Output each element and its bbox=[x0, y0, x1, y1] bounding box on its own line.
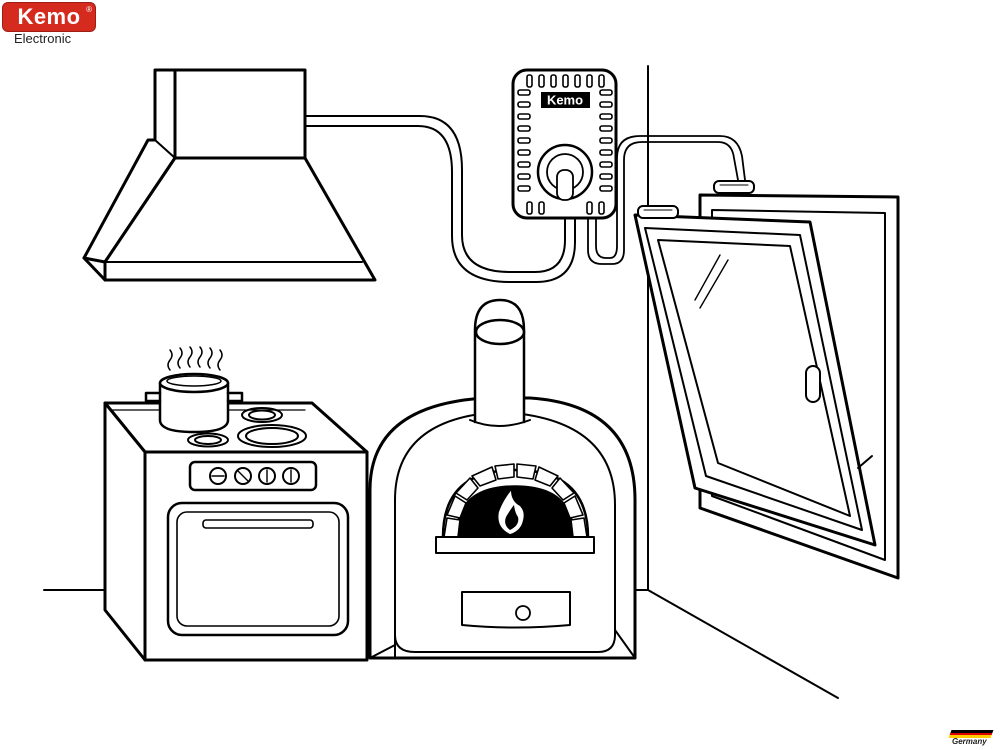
kemo-logo: Kemo ® Electronic bbox=[2, 2, 98, 46]
logo-word: Kemo bbox=[17, 4, 81, 29]
window-icon bbox=[633, 193, 900, 580]
germany-label: Germany bbox=[952, 737, 987, 746]
controller-icon bbox=[511, 68, 618, 220]
pot-icon bbox=[144, 346, 244, 434]
range-hood-icon bbox=[82, 68, 377, 282]
logo-subtitle: Electronic bbox=[14, 31, 72, 46]
germany-badge: Germany bbox=[946, 728, 998, 748]
room-lines bbox=[43, 65, 839, 699]
pizza-oven-icon bbox=[368, 298, 637, 660]
hood-cable bbox=[304, 115, 576, 283]
sensor-icon bbox=[637, 180, 755, 219]
logo-badge: Kemo ® bbox=[2, 2, 96, 32]
stove-icon bbox=[103, 401, 369, 662]
registered-mark: ® bbox=[86, 5, 92, 14]
controller-label: Kemo bbox=[547, 93, 583, 108]
